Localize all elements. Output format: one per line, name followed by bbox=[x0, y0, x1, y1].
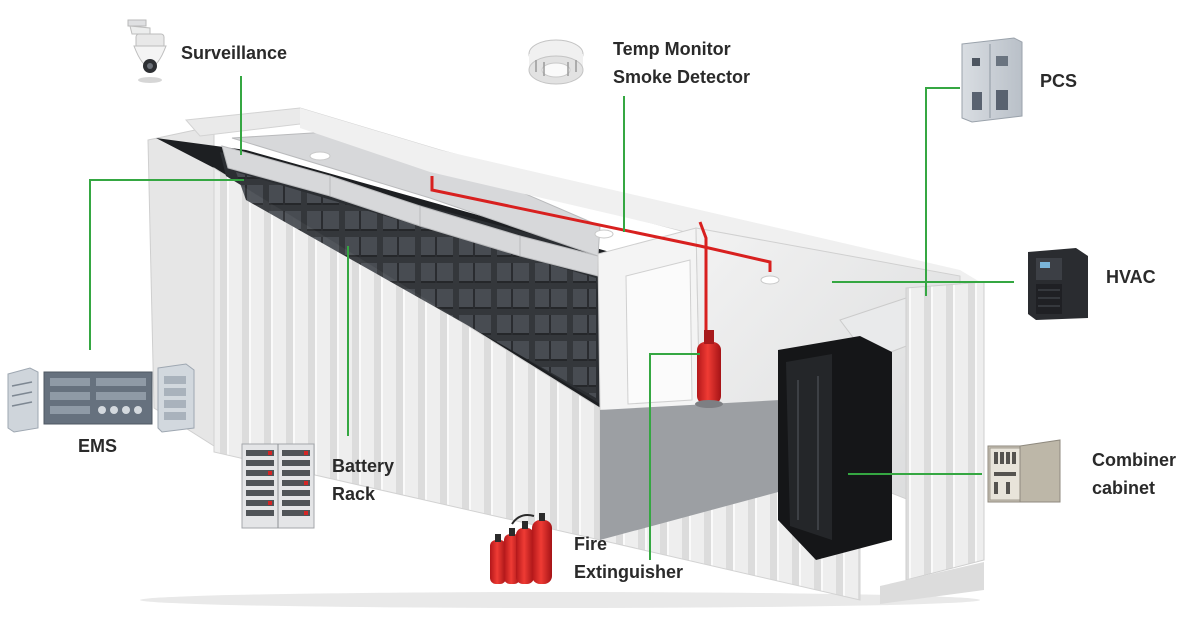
combiner-cabinet-label: Combiner cabinet bbox=[1092, 446, 1176, 502]
smoke-detector-text: Smoke Detector bbox=[613, 67, 751, 87]
surveillance-text: Surveillance bbox=[181, 43, 288, 63]
combiner-text: Combiner bbox=[1092, 450, 1177, 470]
rack-text: Rack bbox=[332, 484, 376, 504]
hvac-unit-icon bbox=[1028, 248, 1088, 320]
temp-monitor-text: Temp Monitor bbox=[613, 39, 731, 59]
battery-rack-covers bbox=[221, 129, 601, 277]
fire-text: Fire bbox=[574, 534, 608, 554]
combiner-box-icon bbox=[987, 439, 1061, 503]
ems-label: EMS bbox=[78, 432, 117, 460]
energy-storage-container bbox=[140, 107, 985, 608]
container-fire-extinguisher bbox=[695, 330, 723, 408]
hvac-label: HVAC bbox=[1106, 263, 1156, 291]
leader-line-fire-extinguisher bbox=[649, 353, 700, 560]
smoke-detector-icon bbox=[528, 39, 584, 85]
fire-suppression-pipe bbox=[430, 176, 772, 336]
server-rack-icon bbox=[7, 363, 195, 433]
cabinet-text: cabinet bbox=[1092, 478, 1156, 498]
hvac-text: HVAC bbox=[1106, 267, 1156, 287]
leader-line-ems bbox=[89, 179, 244, 350]
battery-text: Battery bbox=[332, 456, 395, 476]
temp-monitor-smoke-detector-label: Temp Monitor Smoke Detector bbox=[613, 35, 750, 91]
leader-lines bbox=[89, 76, 1014, 560]
pcs-label: PCS bbox=[1040, 67, 1077, 95]
dome-camera-icon bbox=[127, 19, 167, 83]
fire-extinguisher-icon bbox=[490, 513, 552, 584]
pcs-cabinet-icon bbox=[961, 37, 1023, 123]
ems-text: EMS bbox=[78, 436, 118, 456]
surveillance-label: Surveillance bbox=[181, 39, 287, 67]
extinguisher-text: Extinguisher bbox=[574, 562, 684, 582]
battery-rack-icon bbox=[241, 443, 315, 529]
pcs-text: PCS bbox=[1040, 71, 1078, 91]
fire-extinguisher-label: Fire Extinguisher bbox=[574, 530, 683, 586]
leader-line-pcs bbox=[925, 87, 960, 296]
battery-rack-label: Battery Rack bbox=[332, 452, 394, 508]
